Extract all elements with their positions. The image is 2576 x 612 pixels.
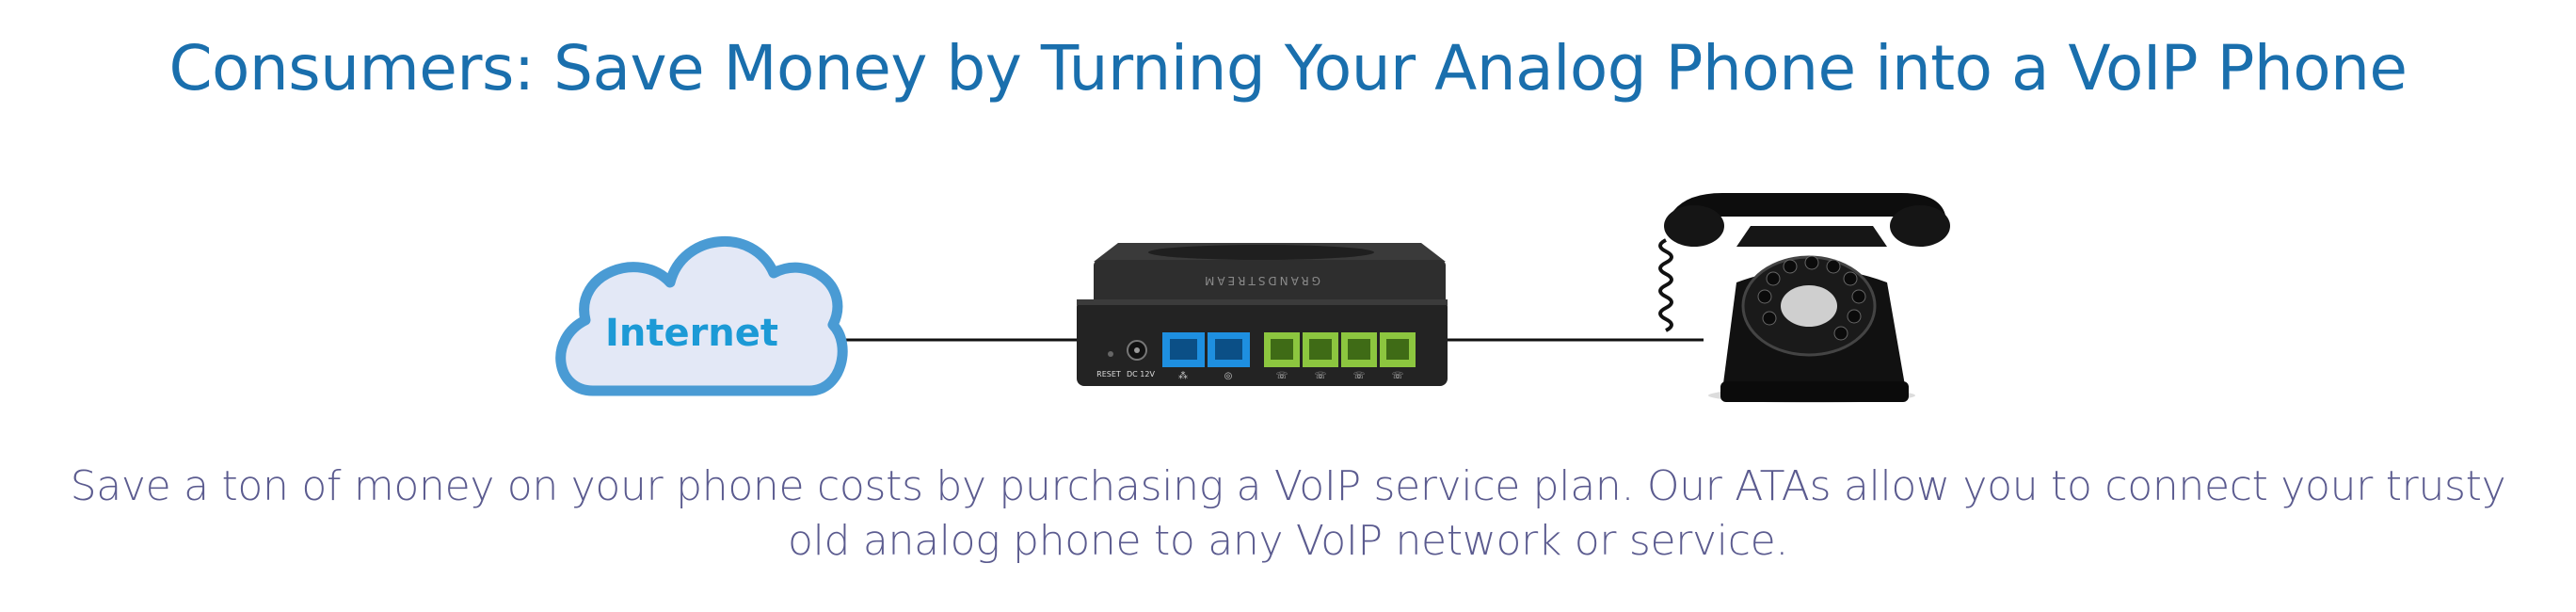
ata-device: GRANDSTREAM RESET DC 12V ⁂ ◎ ☏ ☏ ☏ ☏ [1077,243,1448,386]
reset-hole [1108,351,1113,357]
cloud-label: Internet [605,312,778,355]
caption-line-1: Save a ton of money on your phone costs … [70,462,2506,510]
rotary-phone-icon [1658,193,1950,403]
phone-port-icon-1: ☏ [1276,371,1288,381]
device-brand-text: GRANDSTREAM [1202,274,1320,287]
caption-line-2: old analog phone to any VoIP network or … [787,517,1789,565]
wan-icon: ◎ [1224,371,1233,381]
reset-label: RESET [1096,370,1121,378]
network-icon: ⁂ [1178,370,1188,381]
phone-port-icon-4: ☏ [1392,371,1404,381]
power-label: DC 12V [1127,370,1155,378]
internet-cloud-icon: Internet [555,236,848,396]
phone-port-icon-3: ☏ [1353,371,1366,381]
caption: Save a ton of money on your phone costs … [0,459,2576,569]
connection-diagram: Internet GRANDSTREAM RESET DC 12V ⁂ ◎ [555,193,1950,403]
page-title: Consumers: Save Money by Turning Your An… [168,32,2408,105]
phone-port-icon-2: ☏ [1315,371,1327,381]
